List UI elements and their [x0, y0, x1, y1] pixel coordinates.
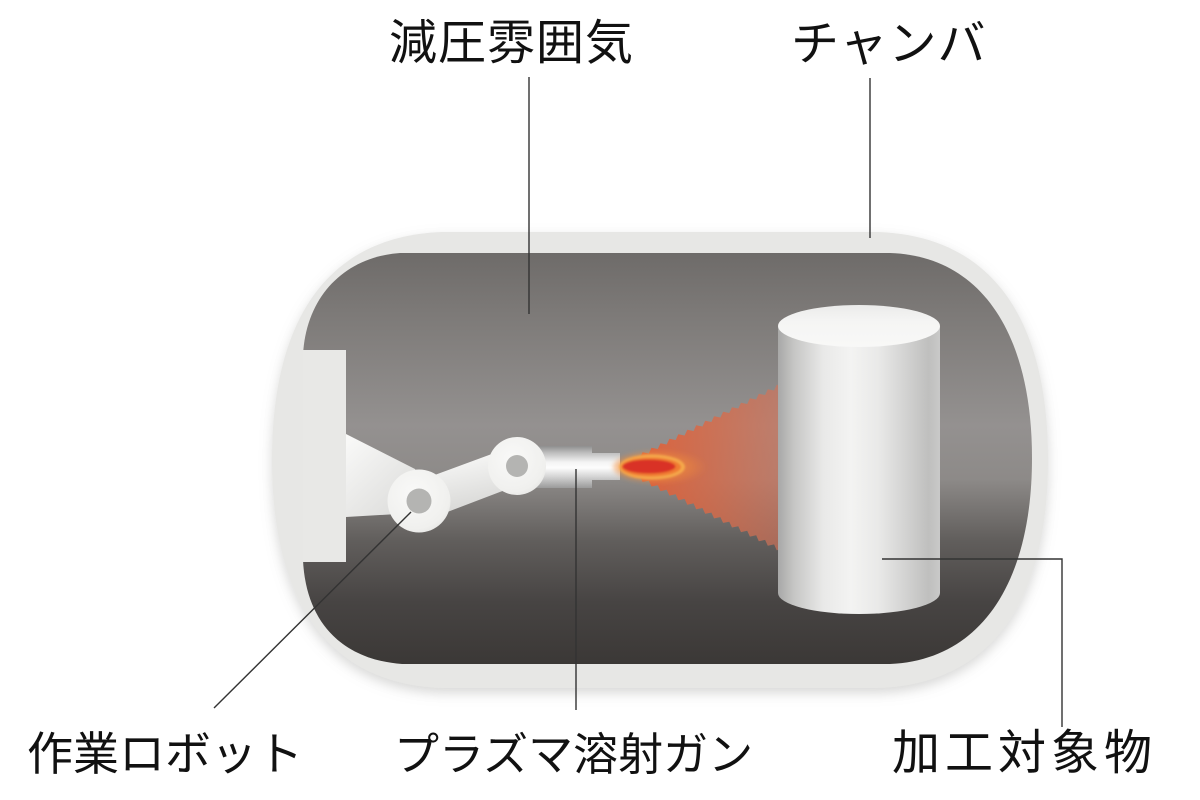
flame-core	[622, 459, 676, 474]
label-workpiece: 加工対象物	[892, 727, 1158, 780]
workpiece-cylinder	[778, 305, 940, 614]
label-chamber: チャンバ	[791, 18, 987, 71]
label-atmosphere: 減圧雰囲気	[389, 17, 635, 70]
robot-joint-1-hole	[406, 488, 432, 514]
robot-joint-2-hole	[506, 455, 528, 477]
workpiece-cylinder-top	[778, 305, 940, 347]
workpiece-cylinder-side	[778, 326, 940, 593]
label-spray-gun: プラズマ溶射ガン	[394, 729, 754, 780]
workpiece-cylinder-bottom	[778, 572, 940, 614]
leader-line-robot	[213, 511, 412, 709]
robot-mount-plate	[303, 350, 346, 562]
label-robot: 作業ロボット	[27, 728, 303, 780]
leader-line-workpiece	[882, 558, 1063, 727]
